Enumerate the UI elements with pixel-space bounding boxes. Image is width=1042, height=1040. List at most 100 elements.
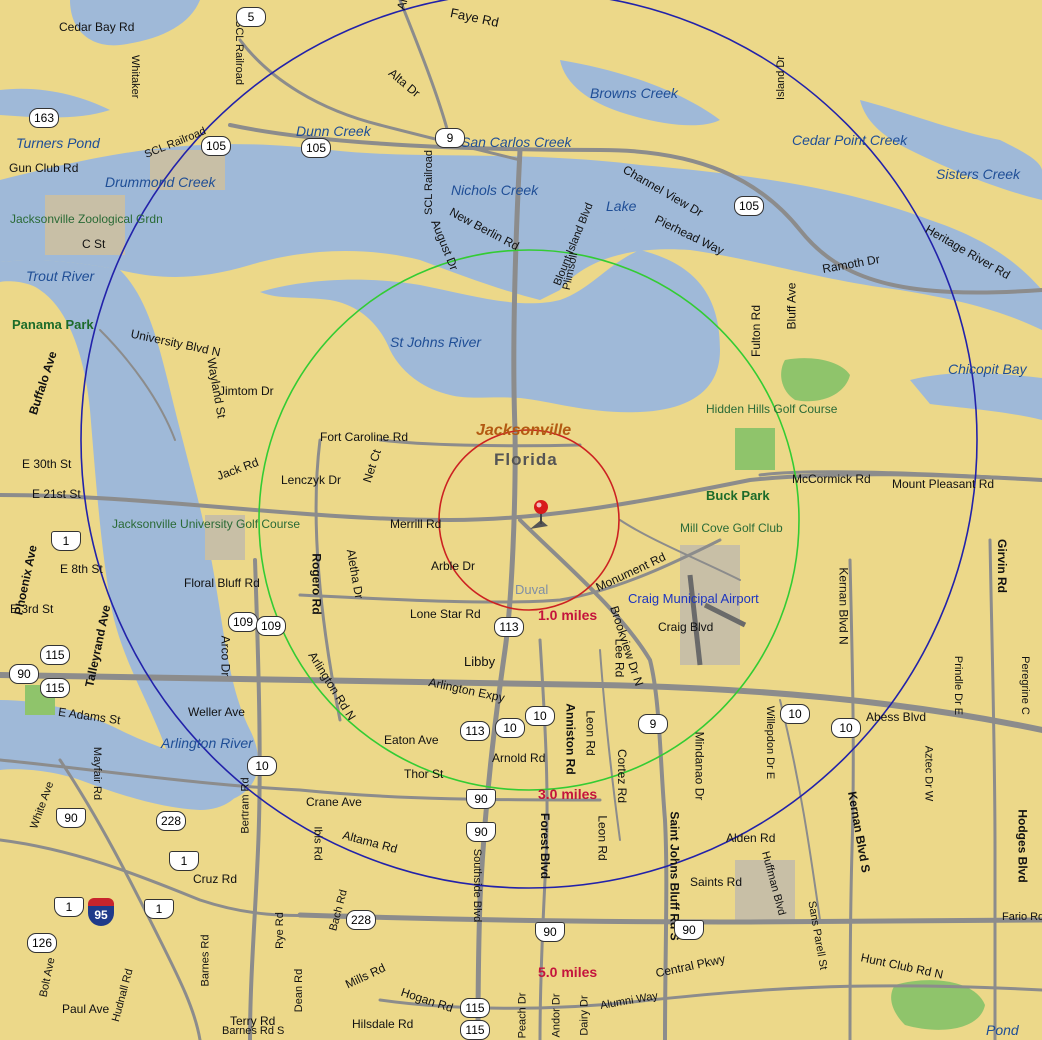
state-route-shield: 109 (228, 612, 258, 632)
road-label: Dairy Dr (578, 995, 591, 1036)
state-route-shield: 10 (525, 706, 555, 726)
road-label: Peach Dr (516, 992, 529, 1039)
county-label: Duval (515, 582, 549, 597)
water-label-drummond-creek: Drummond Creek (105, 174, 216, 190)
golf-label-ju: Jacksonville University Golf Course (112, 517, 301, 531)
map-pin-icon[interactable] (530, 500, 548, 529)
interstate-shield-icon: 95 (88, 898, 114, 926)
state-route-shield: 105 (201, 136, 231, 156)
state-route-shield: 5 (236, 7, 266, 27)
airport-runways (687, 574, 747, 666)
road-label: Gun Club Rd (9, 161, 79, 175)
road-label: Paul Ave (62, 1002, 110, 1016)
state-route-shield: 10 (247, 756, 277, 776)
road-label: Bluff Ave (784, 282, 799, 330)
road-label: E 3rd St (10, 602, 54, 616)
road-label: Eaton Ave (384, 733, 439, 747)
water-label-browns-creek: Browns Creek (590, 85, 678, 101)
road-label: Thor St (404, 767, 444, 781)
state-route-shield: 115 (460, 1020, 490, 1040)
state-route-shield: 113 (460, 721, 490, 741)
water-label-pond: Pond (986, 1022, 1019, 1038)
road-label: E 21st St (32, 487, 81, 501)
road-label: Ibis Rd (311, 826, 324, 861)
us-route-shield: 90 (535, 922, 565, 942)
road-label: Mount Pleasant Rd (892, 477, 995, 491)
state-route-shield: 105 (734, 196, 764, 216)
road-label: Lone Star Rd (410, 607, 481, 621)
water-label-san-carlos-creek: San Carlos Creek (461, 134, 572, 150)
road-label: Crane Ave (306, 795, 362, 809)
state-route-shield: 163 (29, 108, 59, 128)
radius-circle-1mi (438, 429, 620, 611)
road-label: Saints Rd (690, 875, 743, 889)
road-label: Dean Rd (293, 968, 306, 1013)
state-route-shield: 90 (9, 664, 39, 684)
road-label: Leon Rd (595, 815, 610, 861)
road-label: Lenczyk Dr (281, 473, 342, 487)
road-label: Arco Dr (218, 635, 233, 677)
road-label: Forest Blvd (538, 812, 553, 880)
road-label: Peregrine C (1018, 656, 1031, 715)
park-label-panama-park: Panama Park (12, 317, 94, 332)
road-label: Girvin Rd (995, 538, 1010, 594)
road-label: Floral Bluff Rd (184, 576, 260, 590)
us-route-shield: 1 (169, 851, 199, 871)
road-label: E 30th St (22, 457, 72, 471)
road-label: C St (82, 237, 106, 251)
state-route-shield: 9 (435, 128, 465, 148)
zoo-label: Jacksonville Zoological Grdn (10, 212, 163, 226)
golf-label-hidden-hills: Hidden Hills Golf Course (706, 402, 838, 416)
state-label: Florida (494, 450, 558, 469)
road-label: Fulton Rd (749, 304, 764, 358)
road-label: E 8th St (60, 562, 103, 576)
state-route-shield: 126 (27, 933, 57, 953)
road-label: Hilsdale Rd (352, 1017, 414, 1031)
road-label: Rogero Rd (309, 553, 324, 615)
road-label: Fort Caroline Rd (320, 430, 409, 444)
road-label: Island Dr (775, 55, 787, 100)
road-label: Weller Ave (188, 705, 245, 719)
place-label-libby: Libby (464, 654, 496, 669)
road-label: Prindle Dr E (952, 655, 965, 716)
us-route-shield: 90 (466, 789, 496, 809)
state-route-shield: 228 (346, 910, 376, 930)
radius-label-3mi: 3.0 miles (538, 786, 598, 802)
road-label: Mindanao Dr (692, 731, 707, 801)
road-label: Willepdon Dr E (764, 705, 777, 780)
state-route-shield: 115 (40, 645, 70, 665)
road-label: Cruz Rd (193, 872, 238, 886)
road-label: Abess Blvd (866, 710, 927, 724)
state-route-shield: 228 (156, 811, 186, 831)
city-label: Jacksonville (476, 422, 572, 439)
road-label: Cedar Bay Rd (59, 20, 135, 34)
road-label: McCormick Rd (792, 472, 871, 486)
water-label-arlington-river: Arlington River (161, 735, 253, 751)
road-label: Bertram Rd (239, 777, 252, 834)
road-label: SCL Railroad (423, 149, 435, 215)
road-label: Fario Rd (1002, 911, 1042, 923)
water-label-turners-pond: Turners Pond (16, 135, 100, 151)
state-route-shield: 115 (40, 678, 70, 698)
road-label: Hodges Blvd (1015, 809, 1030, 883)
road-label: Arble Dr (431, 559, 476, 573)
state-route-shield: 10 (495, 718, 525, 738)
radius-label-1mi: 1.0 miles (538, 607, 598, 623)
water-label-chicopit-bay: Chicopit Bay (948, 361, 1027, 377)
state-route-shield: 9 (638, 714, 668, 734)
state-route-shield: 105 (301, 138, 331, 158)
us-route-shield: 90 (674, 920, 704, 940)
us-route-shield: 90 (56, 808, 86, 828)
water-label-lake: Lake (606, 198, 637, 214)
us-route-shield: 1 (51, 531, 81, 551)
water-label-cedar-point-creek: Cedar Point Creek (792, 132, 908, 148)
radius-circle-5mi (80, 0, 978, 889)
radius-label-5mi: 5.0 miles (538, 964, 598, 980)
park-label-buck-park: Buck Park (706, 488, 770, 503)
road-label: Cortez Rd (615, 748, 630, 804)
road-label: Jimtom Dr (219, 384, 274, 398)
us-route-shield: 90 (466, 822, 496, 842)
road-label: Barnes Rd (199, 934, 212, 987)
water-label-nichols-creek: Nichols Creek (451, 182, 539, 198)
